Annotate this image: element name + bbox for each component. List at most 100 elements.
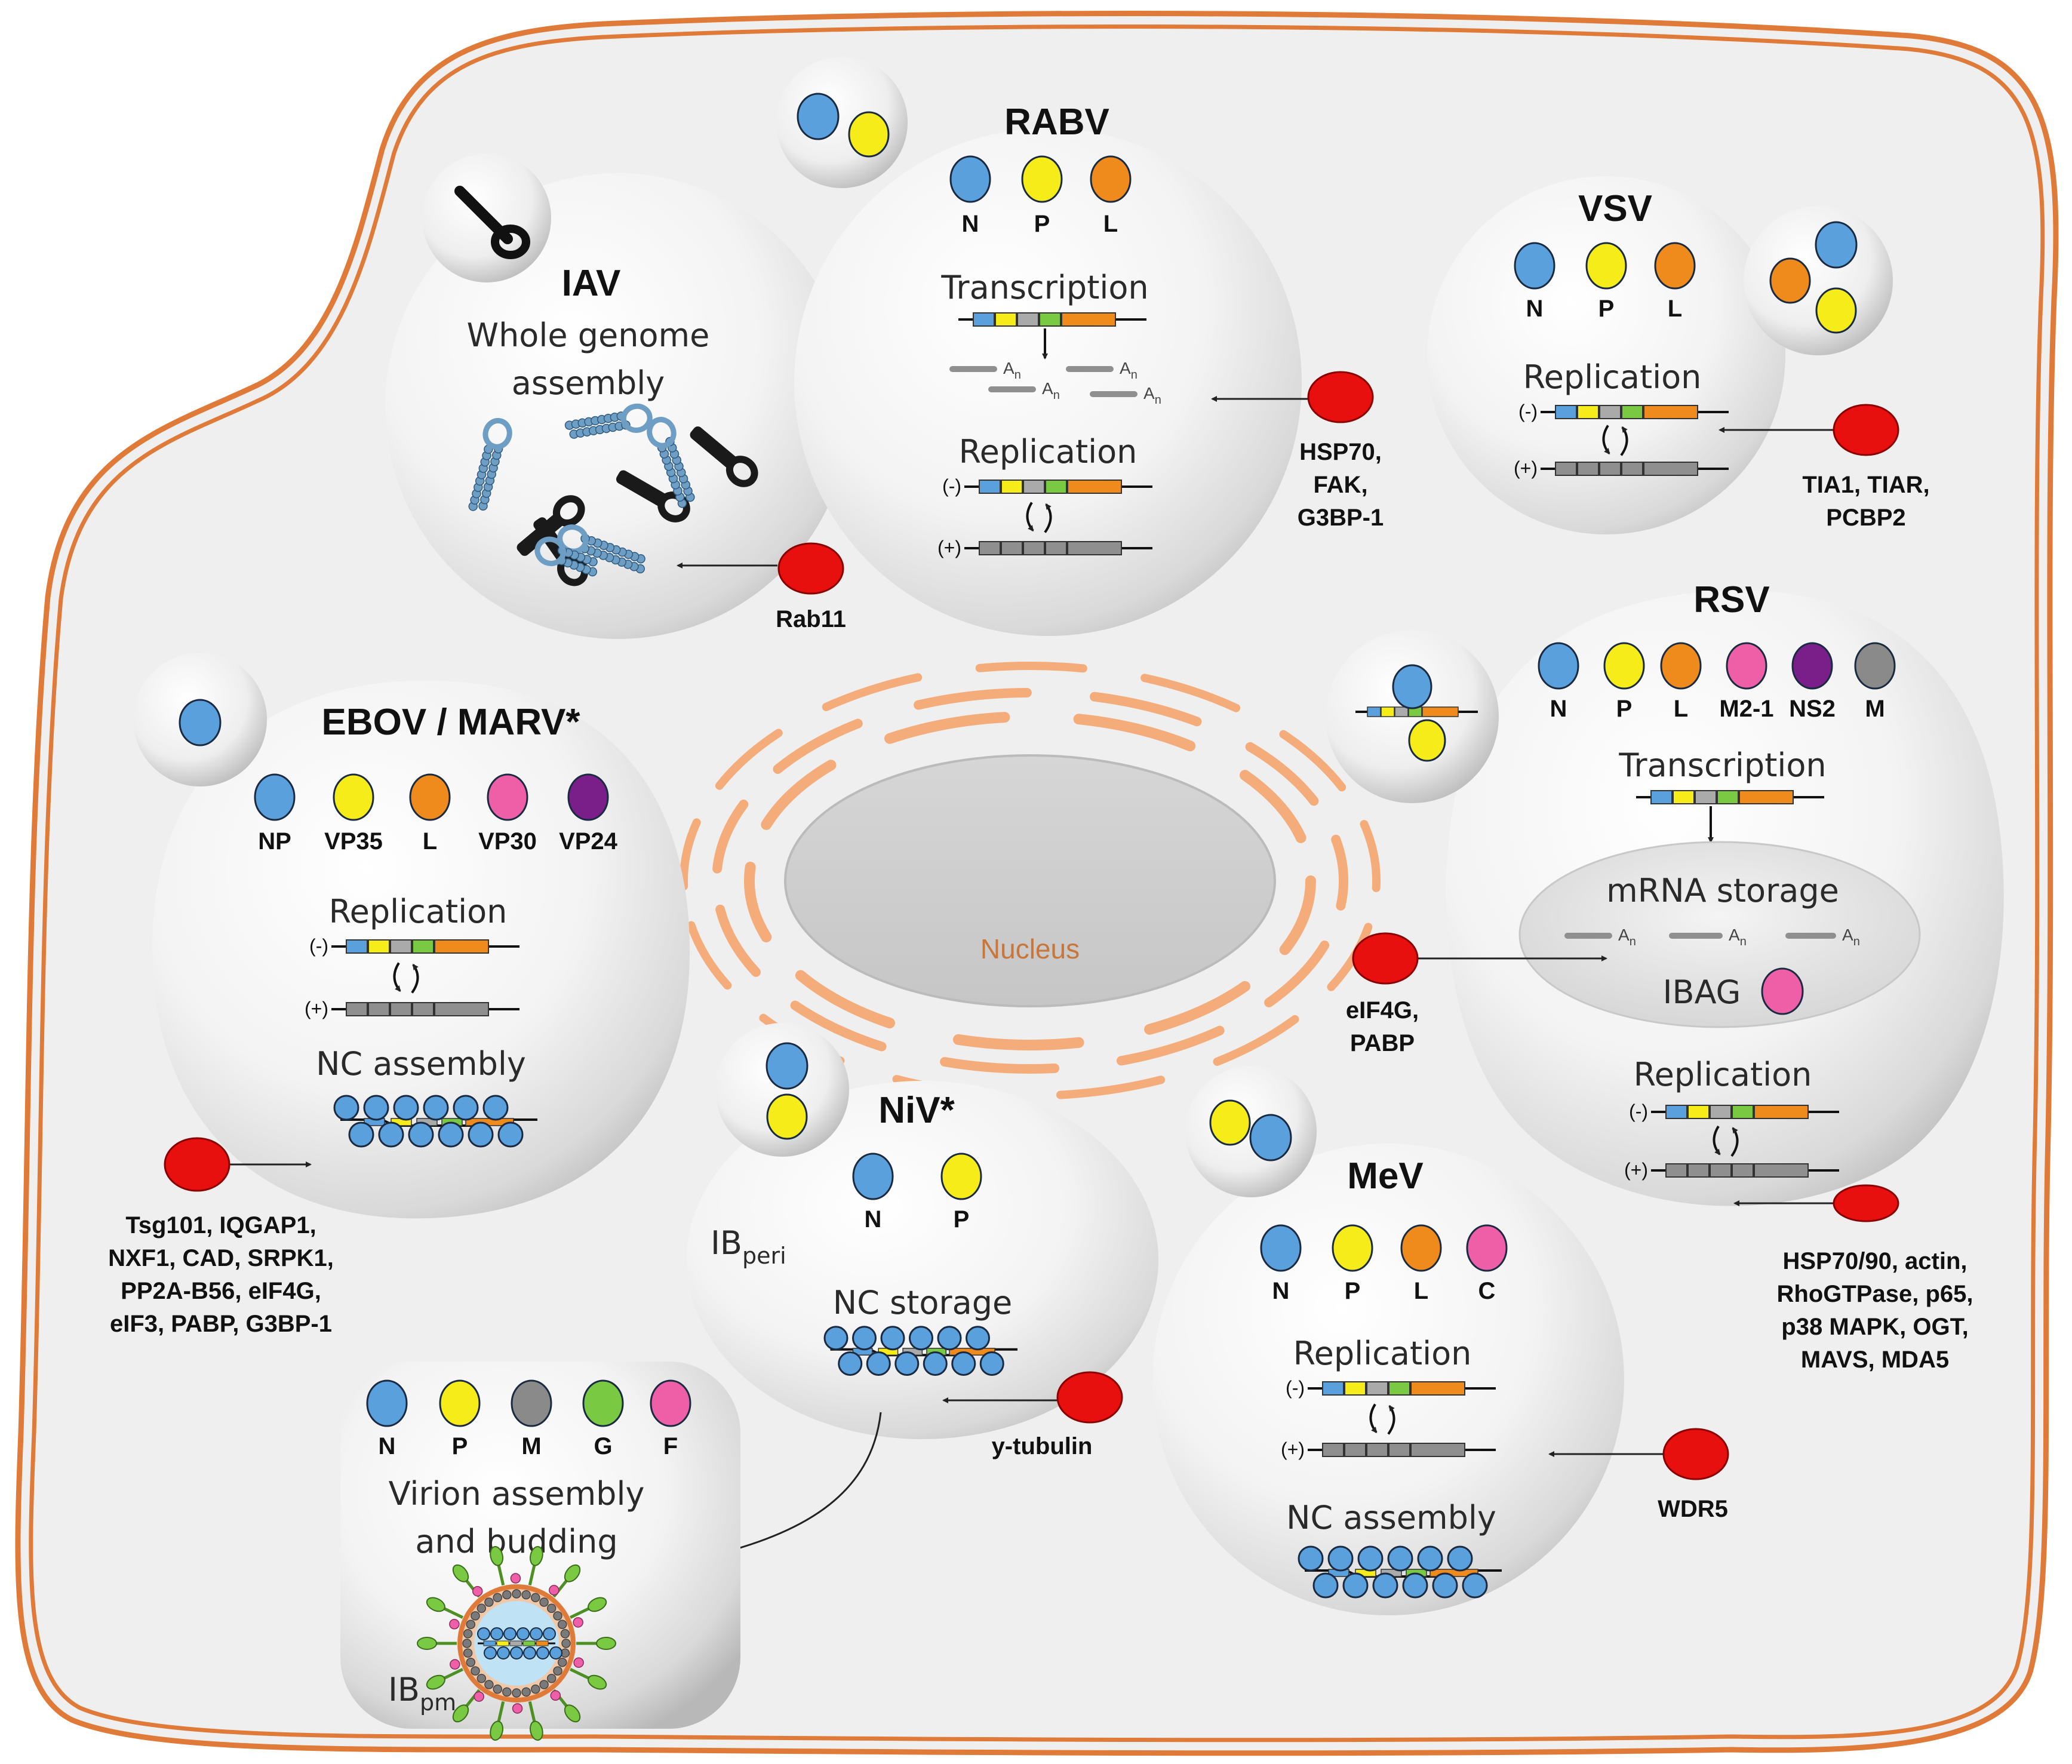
polya-tail: An xyxy=(1120,359,1138,382)
mev-nc-np xyxy=(1342,1572,1369,1599)
rsv-left-factor-line1: eIF4G, xyxy=(1346,997,1419,1024)
gene-block xyxy=(368,939,390,954)
matrix-m xyxy=(553,1666,562,1676)
vrnp-blue xyxy=(557,524,645,574)
gene-block xyxy=(1366,1381,1388,1396)
niv_pm-protein-label: F xyxy=(663,1433,678,1459)
niv-nucleocapsid xyxy=(823,1326,1017,1376)
gene-block xyxy=(1643,405,1698,419)
virion-np xyxy=(484,1646,497,1659)
rsv-small-p xyxy=(1408,719,1446,762)
gene-block xyxy=(1367,706,1381,717)
gene-block xyxy=(1017,312,1039,327)
ebov-nc-np xyxy=(468,1121,494,1148)
gene-block xyxy=(1599,405,1621,419)
replication-arrow-down xyxy=(1369,1403,1378,1434)
rsv-ibag-label: IBAG xyxy=(1663,973,1741,1011)
vsv-protein-l xyxy=(1654,242,1696,290)
niv-factor-line1: y-tubulin xyxy=(992,1433,1093,1459)
vsv-factor-line2: PCBP2 xyxy=(1826,505,1905,531)
gene-block xyxy=(1381,706,1395,717)
rabv-small-n xyxy=(797,93,840,140)
virion-np xyxy=(523,1646,536,1659)
gene-block xyxy=(1687,1163,1710,1178)
gene-block xyxy=(1673,790,1695,804)
factor-mev xyxy=(1662,1428,1729,1480)
gene-block xyxy=(1599,462,1621,476)
vsv-sign-plus: (+) xyxy=(1514,457,1538,479)
virion-gene-block xyxy=(496,1640,509,1646)
matrix-m xyxy=(539,1680,549,1689)
replication-arrow-down xyxy=(1026,502,1034,532)
iav-inclusion: IAV Whole genome assembly Rab11 xyxy=(385,153,851,639)
er-cisterna xyxy=(1264,941,1330,1007)
matrix-m xyxy=(493,1684,502,1694)
mev-nc-np xyxy=(1462,1572,1488,1599)
er-cisterna xyxy=(1213,1015,1299,1066)
polya-tail: An xyxy=(1618,926,1636,948)
gene-block xyxy=(1650,790,1673,804)
rsv-tx-genome xyxy=(1636,790,1824,804)
matrix-m xyxy=(462,1639,472,1648)
ebov-title: EBOV / MARV* xyxy=(322,702,581,743)
matrix-m xyxy=(463,1629,473,1639)
gene-block xyxy=(1555,405,1577,419)
vsv-factor-line1: TIA1, TIAR, xyxy=(1802,472,1929,498)
niv-nc-np xyxy=(838,1351,863,1376)
rsv-bottom-factor-line1: HSP70/90, actin, xyxy=(1782,1248,1967,1274)
mev-protein-l xyxy=(1400,1224,1442,1272)
glycoprotein-g xyxy=(588,1674,607,1690)
replication-arrow-up xyxy=(1620,426,1628,456)
factor-label-rab11: Rab11 xyxy=(776,606,846,632)
rsv-bottom-factor-line2: RhoGTPase, p65, xyxy=(1777,1281,1973,1307)
rabv-factor-line2: FAK, xyxy=(1313,472,1367,498)
rsv-protein-label: L xyxy=(1674,696,1688,722)
rabv-protein-p xyxy=(1021,155,1063,203)
ebov-nc-np xyxy=(363,1095,389,1121)
iav-section-line2: assembly xyxy=(512,364,665,402)
er-cisterna xyxy=(1090,692,1202,727)
replication-arrow-up xyxy=(1044,503,1052,533)
virion-gene-block xyxy=(509,1640,522,1646)
niv-nc-label: NC storage xyxy=(833,1284,1012,1322)
nucleus-region: Nucleus xyxy=(680,662,1381,1099)
ebov-nc-np xyxy=(378,1121,404,1148)
gene-block xyxy=(1643,462,1698,476)
gene-block xyxy=(995,312,1017,327)
rabv-replication-scheme: (-)(+) xyxy=(937,475,1152,558)
replication-arrow-up xyxy=(1387,1405,1395,1435)
mev-antigenome xyxy=(1308,1443,1496,1457)
rabv-protein-n xyxy=(949,155,991,203)
replication-arrow-down xyxy=(1713,1125,1721,1155)
mev-protein-label: N xyxy=(1272,1278,1290,1304)
er-cisterna xyxy=(1245,742,1319,806)
er-cisterna xyxy=(743,862,772,943)
ebov-protein-label: VP24 xyxy=(559,828,618,855)
niv-title: NiV* xyxy=(878,1090,955,1131)
niv-nc-np xyxy=(880,1326,905,1351)
matrix-m xyxy=(484,1680,494,1689)
ebov-protein-label: VP30 xyxy=(478,828,537,855)
mev-nc-np xyxy=(1432,1572,1458,1599)
gene-block xyxy=(1665,1163,1687,1178)
rabv-protein-label: N xyxy=(962,211,979,237)
fusion-f xyxy=(549,1585,559,1596)
rsv-protein-label: P xyxy=(1616,696,1633,722)
gene-block xyxy=(1067,541,1122,555)
niv-nc-np xyxy=(823,1326,849,1351)
fusion-f xyxy=(512,1703,523,1714)
niv-nc-np xyxy=(979,1351,1004,1376)
matrix-m xyxy=(531,1684,540,1694)
glycoprotein-g xyxy=(426,1597,445,1612)
matrix-m xyxy=(546,1673,557,1683)
glycoprotein-g xyxy=(529,1720,543,1741)
endoplasmic-reticulum xyxy=(680,662,1381,1099)
vrnp-blue xyxy=(647,417,695,508)
gene-block xyxy=(1388,1381,1410,1396)
ebov-nc-np xyxy=(348,1121,374,1148)
er-cisterna xyxy=(1331,834,1349,911)
